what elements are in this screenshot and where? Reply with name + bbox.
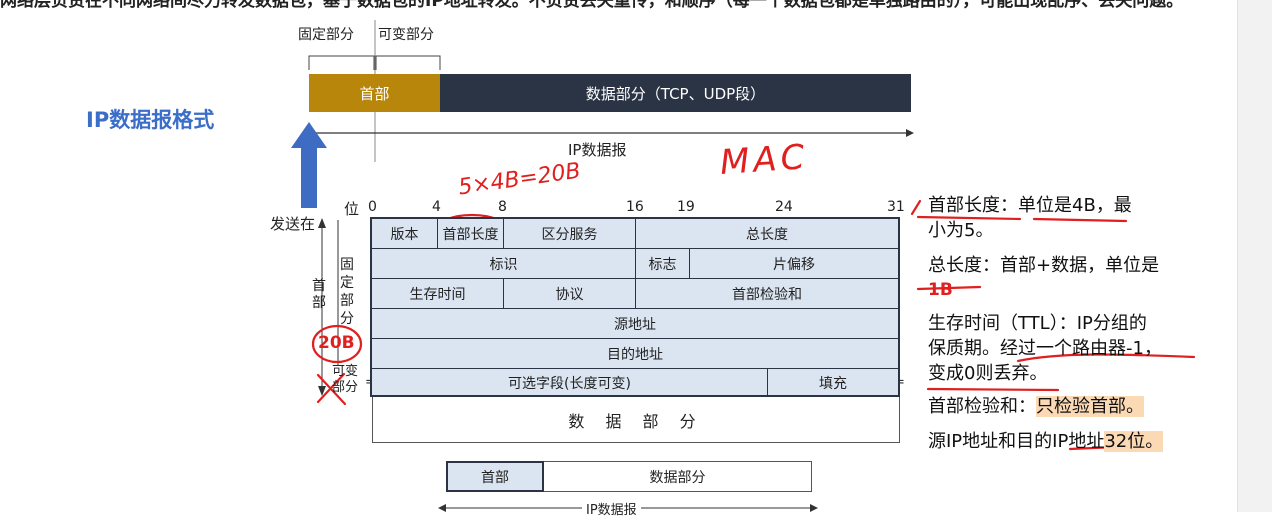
field-version: 版本 <box>372 219 438 248</box>
field-ttl: 生存时间 <box>372 279 504 308</box>
field-protocol: 协议 <box>504 279 636 308</box>
send-label: 发送在 <box>270 215 316 233</box>
note-header-length-line2: 小为5。 <box>928 220 994 241</box>
bit-tick-8: 8 <box>498 199 507 215</box>
datagram-label: IP数据报 <box>568 141 627 159</box>
note-total-length-unit: 1B <box>928 280 953 300</box>
field-flags: 标志 <box>636 249 690 278</box>
field-ds: 区分服务 <box>504 219 636 248</box>
field-identification: 标识 <box>372 249 636 278</box>
note-ttl-line3: 变成0则丢弃。 <box>928 363 1048 384</box>
handwritten-mac: MAC <box>718 136 810 184</box>
bit-tick-0: 0 <box>368 199 377 215</box>
send-arrow-icon <box>291 122 327 208</box>
field-data: 数 据 部 分 <box>372 397 900 443</box>
fixed-part-label: 固定部分 <box>298 27 354 43</box>
bit-tick-16: 16 <box>626 199 644 215</box>
bit-label: 位 <box>344 200 360 218</box>
side-header-label: 首部 <box>312 278 326 311</box>
top-cutoff-text: 网络层负责在不同网络间尽力转发数据包，基于数据包的IP地址转发。不负责丢失重传，… <box>0 0 1184 11</box>
bit-tick-24: 24 <box>775 199 793 215</box>
bit-tick-31: 31 <box>887 199 905 215</box>
ip-header-table: 版本 首部长度 区分服务 总长度 标识 标志 片偏移 生存时间 协议 首部检验和… <box>370 217 900 397</box>
note-ttl-line1: 生存时间（TTL）：IP分组的 <box>928 313 1147 334</box>
field-checksum: 首部检验和 <box>732 286 802 303</box>
note-ttl-line2: 保质期。经过一个路由器-1， <box>928 338 1162 359</box>
variable-part-label: 可变部分 <box>378 27 434 43</box>
bit-tick-19: 19 <box>677 199 695 215</box>
field-options: 可选字段(长度可变) <box>372 369 768 397</box>
page-title: IP数据报格式 <box>86 108 215 132</box>
note-total-length-line1: 总长度：首部+数据，单位是 <box>928 255 1160 276</box>
side-variable-label: 可变部分 <box>331 364 358 395</box>
side-fixed-label: 固定部分 <box>340 257 354 327</box>
note-header-length-line1: 首部长度：单位是4B，最 <box>928 195 1132 216</box>
bottom-datagram-label: IP数据报 <box>582 499 641 518</box>
notes-panel: 首部长度：单位是4B，最 小为5。 总长度：首部+数据，单位是 1B 生存时间（… <box>928 193 1208 454</box>
note-checksum: 首部检验和：只检验首部。 <box>928 396 1144 417</box>
data-segment: 数据部分（TCP、UDP段） <box>440 74 911 112</box>
scrollbar[interactable] <box>1237 0 1272 512</box>
bottom-header-segment: 首部 <box>446 461 544 492</box>
field-source-address: 源地址 <box>614 316 656 333</box>
field-fragment-offset: 片偏移 <box>773 256 815 273</box>
note-addresses: 源IP地址和目的IP地址32位。 <box>928 431 1164 452</box>
handwritten-20b: 20B <box>318 333 355 353</box>
header-segment: 首部 <box>309 74 440 112</box>
bottom-data-segment: 数据部分 <box>544 461 812 492</box>
field-header-length: 首部长度 <box>438 219 504 248</box>
field-destination-address: 目的地址 <box>607 346 663 363</box>
field-padding: 填充 <box>819 376 847 392</box>
bit-tick-4: 4 <box>432 199 441 215</box>
field-total-length: 总长度 <box>746 226 788 243</box>
